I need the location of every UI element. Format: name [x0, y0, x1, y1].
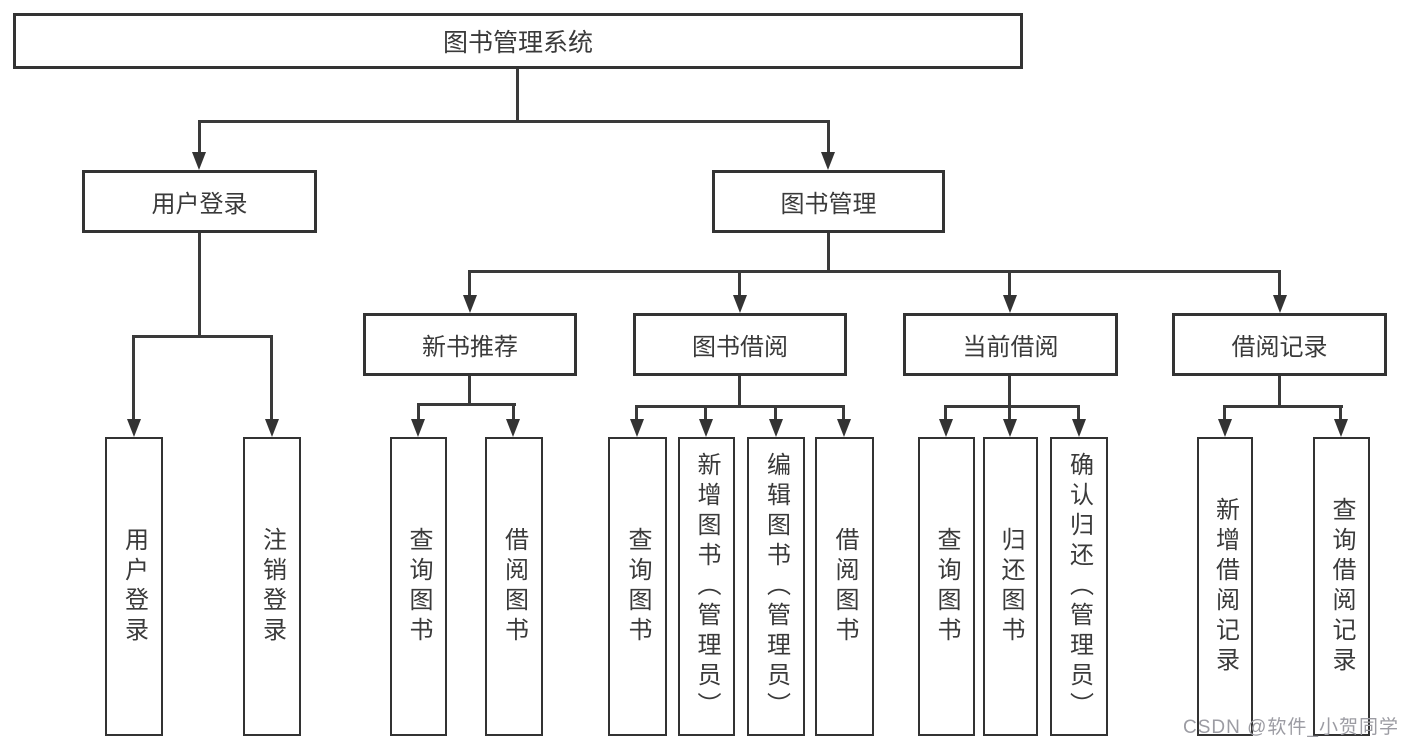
arrowhead-bb-edit: [769, 419, 783, 437]
arrowhead-nb-borrow: [506, 419, 520, 437]
connector-book-borrow-stem: [738, 376, 741, 405]
connector-root-branch: [198, 120, 830, 123]
arrowhead-leaf-logout: [265, 419, 279, 437]
connector-borrow-record-stem: [1278, 376, 1281, 405]
connector-cb-confirm-shaft: [1077, 405, 1080, 419]
connector-bb-query-shaft: [635, 405, 638, 419]
leaf-borrow-borrow-books: 借阅图书: [815, 437, 874, 736]
arrowhead-cb-return: [1003, 419, 1017, 437]
leaf-newbook-query-books: 查询图书: [390, 437, 447, 736]
arrowhead-cb-confirm: [1072, 419, 1086, 437]
arrowhead-book-mgmt: [821, 152, 835, 170]
leaf-query-borrow-record: 查询借阅记录: [1313, 437, 1370, 736]
leaf-newbook-borrow-books: 借阅图书: [485, 437, 543, 736]
node-borrow-records: 借阅记录: [1172, 313, 1387, 376]
connector-leaf-login-shaft: [132, 335, 135, 419]
arrowhead-current-borrow: [1003, 295, 1017, 313]
arrowhead-user-login: [192, 152, 206, 170]
connector-nb-borrow-shaft: [512, 403, 515, 419]
leaf-current-query-books: 查询图书: [918, 437, 975, 736]
node-current-borrow: 当前借阅: [903, 313, 1118, 376]
connector-bb-edit-shaft: [774, 405, 777, 419]
connector-book-mgmt-shaft: [827, 120, 830, 152]
connector-root-stem: [516, 69, 519, 120]
connector-borrow-record-branch: [1223, 405, 1343, 408]
arrowhead-bb-add: [699, 419, 713, 437]
connector-new-book-branch: [417, 403, 516, 406]
connector-new-book-stem: [468, 376, 471, 403]
connector-book-borrow-branch: [635, 405, 845, 408]
connector-bb-add-shaft: [704, 405, 707, 419]
arrowhead-br-query: [1334, 419, 1348, 437]
connector-book-borrow-shaft: [738, 270, 741, 295]
leaf-return-books: 归还图书: [983, 437, 1038, 736]
leaf-borrow-query-books: 查询图书: [608, 437, 667, 736]
connector-current-borrow-stem: [1008, 376, 1011, 405]
leaf-user-login: 用户登录: [105, 437, 163, 736]
node-new-book-recommend: 新书推荐: [363, 313, 577, 376]
arrowhead-bb-borrow: [837, 419, 851, 437]
connector-borrow-record-shaft: [1278, 270, 1281, 295]
connector-cb-return-shaft: [1008, 405, 1011, 419]
connector-br-query-shaft: [1339, 405, 1342, 419]
csdn-watermark: CSDN @软件_小贺同学: [1183, 717, 1399, 738]
leaf-add-book-admin: 新增图书（管理员）: [678, 437, 735, 736]
connector-user-login-branch: [132, 335, 273, 338]
connector-current-borrow-shaft: [1008, 270, 1011, 295]
arrowhead-borrow-record: [1273, 295, 1287, 313]
connector-current-borrow-branch: [944, 405, 1080, 408]
leaf-add-borrow-record: 新增借阅记录: [1197, 437, 1253, 736]
connector-user-login-stem: [198, 233, 201, 335]
leaf-edit-book-admin: 编辑图书（管理员）: [747, 437, 805, 736]
leaf-confirm-return-admin: 确认归还（管理员）: [1050, 437, 1108, 736]
connector-book-mgmt-branch: [468, 270, 1281, 273]
node-root-library-system: 图书管理系统: [13, 13, 1023, 69]
arrowhead-leaf-login: [127, 419, 141, 437]
connector-new-book-shaft: [468, 270, 471, 295]
arrowhead-book-borrow: [733, 295, 747, 313]
arrowhead-cb-query: [939, 419, 953, 437]
node-book-management: 图书管理: [712, 170, 945, 233]
node-user-login: 用户登录: [82, 170, 317, 233]
connector-br-add-shaft: [1223, 405, 1226, 419]
arrowhead-br-add: [1218, 419, 1232, 437]
arrowhead-bb-query: [630, 419, 644, 437]
arrowhead-new-book: [463, 295, 477, 313]
connector-book-mgmt-stem: [827, 233, 830, 270]
connector-user-login-shaft: [198, 120, 201, 152]
connector-nb-query-shaft: [417, 403, 420, 419]
arrowhead-nb-query: [411, 419, 425, 437]
connector-leaf-logout-shaft: [270, 335, 273, 419]
connector-bb-borrow-shaft: [842, 405, 845, 419]
connector-cb-query-shaft: [944, 405, 947, 419]
leaf-logout: 注销登录: [243, 437, 301, 736]
node-book-borrow: 图书借阅: [633, 313, 847, 376]
